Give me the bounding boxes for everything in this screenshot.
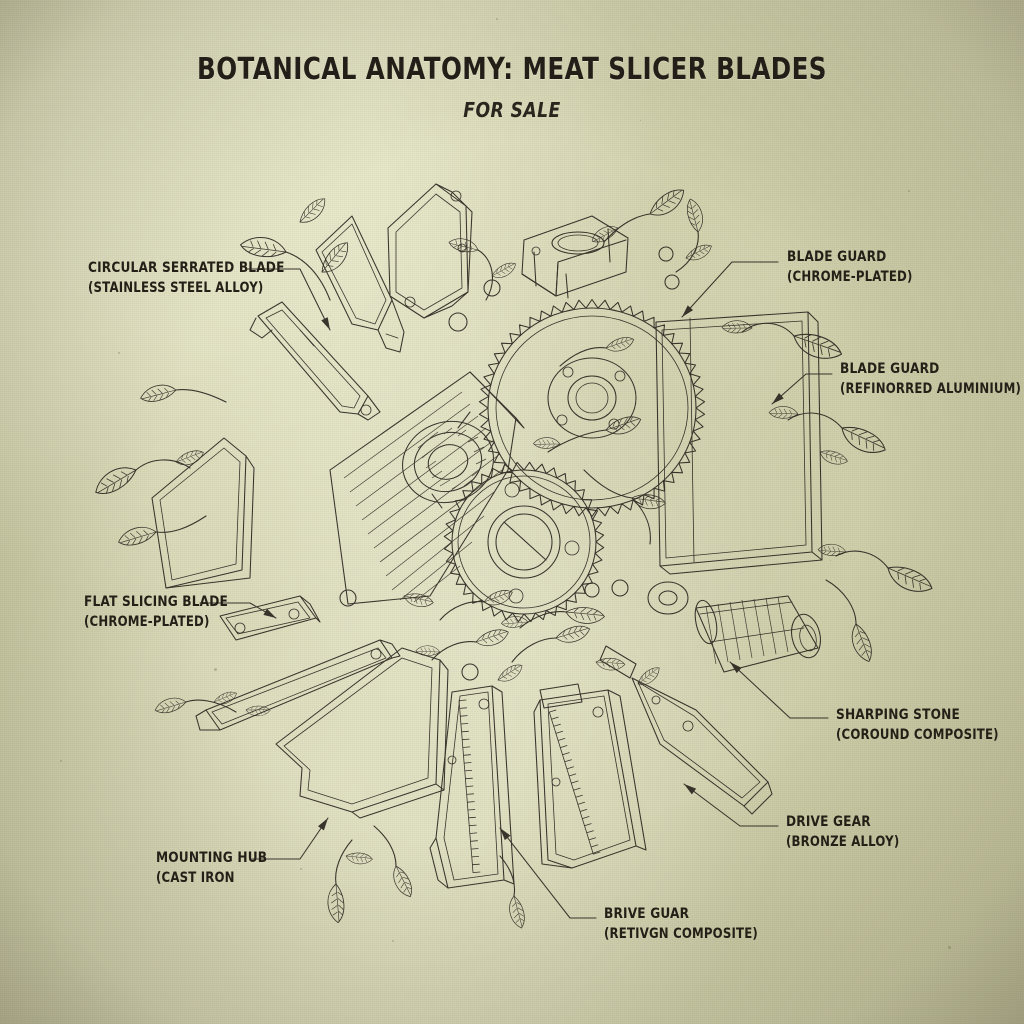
callout-name: SHARPING STONE — [836, 707, 960, 723]
part-sharping-stone — [694, 595, 821, 673]
part-blade-upper-left-c — [249, 301, 381, 421]
leader-arrow-blade-guard-aluminium — [772, 393, 784, 404]
serration-edge-a — [458, 699, 481, 873]
callout-name: FLAT SLICING BLADE — [84, 594, 229, 610]
callout-name: CIRCULAR SERRATED BLADE — [88, 260, 285, 276]
paper-speck — [948, 946, 951, 949]
leader-arrow-flat-slicing-blade — [263, 608, 276, 618]
leader-line-blade-guard-aluminium — [771, 373, 833, 405]
part-mounting-hub-plate — [275, 647, 449, 819]
callout-name: BLADE GUARD — [787, 249, 887, 265]
callout-name: BLADE GUARD — [840, 361, 940, 377]
leader-arrow-blade-guard-chrome — [682, 305, 694, 317]
part-flat-slicing-blade — [219, 595, 321, 641]
callout-material: (STAINLESS STEEL ALLOY) — [88, 279, 264, 296]
callout-material: (CHROME-PLATED) — [787, 268, 913, 285]
page-subtitle: FOR SALE — [463, 98, 561, 122]
paper-speck — [392, 940, 394, 942]
callout-circular-serrated-blade: CIRCULAR SERRATED BLADE (STAINLESS STEEL … — [88, 258, 322, 298]
callout-name: MOUNTING HUB — [156, 850, 268, 866]
part-wedge-blade-left — [151, 437, 255, 589]
paper-speck — [760, 262, 761, 263]
paper-speck — [908, 190, 910, 192]
leader-arrow-mounting-hub — [317, 818, 328, 831]
paper-speck — [830, 560, 831, 561]
leader-line-drive-gear — [683, 783, 779, 827]
leader-line-blade-guard-chrome — [681, 261, 779, 318]
paper-speck — [520, 470, 521, 471]
callout-material: (CAST IRON — [156, 869, 235, 886]
leader-line-circular-serrated-blade — [245, 268, 331, 331]
callout-brive-guar: BRIVE GUAR (RETIVGN COMPOSITE) — [604, 904, 787, 944]
callout-drive-gear: DRIVE GEAR (BRONZE ALLOY) — [786, 812, 921, 852]
callout-material: (REFINORRED ALUMINIUM) — [840, 380, 1022, 397]
leader-line-brive-guar — [499, 827, 597, 919]
part-serrated-blade-lower-a — [429, 685, 515, 889]
callout-mounting-hub: MOUNTING HUB (CAST IRON — [156, 848, 288, 888]
paper-speck — [300, 868, 302, 870]
serration-edge-b — [548, 709, 601, 855]
callout-name: BRIVE GUAR — [604, 906, 690, 922]
part-drive-gear — [443, 461, 605, 623]
paper-speck — [496, 18, 498, 20]
leader-line-mounting-hub — [251, 817, 329, 860]
callout-blade-guard-chrome: BLADE GUARD (CHROME-PLATED) — [787, 247, 936, 287]
callout-leader-lines — [199, 261, 833, 919]
part-blade-guard-aluminium — [655, 311, 823, 575]
leader-arrow-brive-guar — [500, 828, 511, 841]
callout-material: (COROUND COMPOSITE) — [836, 726, 999, 743]
callout-flat-slicing-blade: FLAT SLICING BLADE (CHROME-PLATED) — [84, 592, 255, 632]
callout-material: (RETIVGN COMPOSITE) — [604, 925, 758, 942]
part-serrated-blade-lower-b — [533, 683, 647, 869]
part-blade-lower-right — [599, 645, 773, 815]
paper-speck — [214, 668, 217, 671]
part-blade-upper-left-a — [315, 215, 405, 353]
leader-arrow-sharping-stone — [730, 662, 742, 674]
callout-blade-guard-aluminium: BLADE GUARD (REFINORRED ALUMINIUM) — [840, 359, 1024, 399]
paper-speck — [640, 120, 641, 121]
part-blade-guard-chrome — [521, 215, 629, 299]
callout-sharping-stone: SHARPING STONE (COROUND COMPOSITE) — [836, 705, 1024, 745]
part-long-bar-lower-left — [195, 639, 401, 731]
part-slicer-body — [329, 371, 525, 605]
callout-name: DRIVE GEAR — [786, 814, 871, 830]
paper-speck — [118, 352, 120, 354]
page-title: BOTANICAL ANATOMY: MEAT SLICER BLADES — [197, 52, 827, 87]
botanical-vines — [90, 185, 936, 930]
part-small-hardware — [339, 246, 689, 681]
leader-arrow-drive-gear — [684, 784, 697, 795]
paper-speck — [60, 760, 62, 762]
callout-material: (CHROME-PLATED) — [84, 613, 210, 630]
callout-material: (BRONZE ALLOY) — [786, 833, 900, 850]
leader-arrow-circular-serrated-blade — [321, 317, 330, 330]
leader-line-sharping-stone — [729, 661, 829, 719]
